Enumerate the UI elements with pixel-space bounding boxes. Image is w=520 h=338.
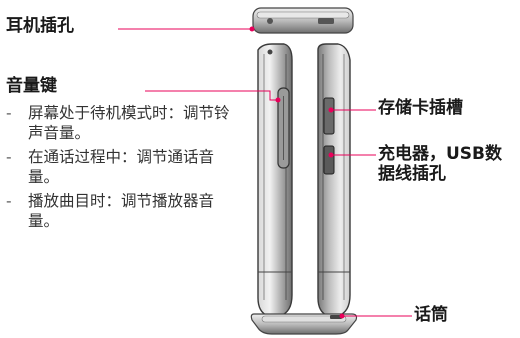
callout-lines — [118, 26, 412, 319]
list-dash: - — [6, 148, 12, 166]
list-item: - 在通话过程中：调节通话音量。 — [6, 148, 238, 187]
label-charger-usb-line1: 充电器，USB数 — [378, 144, 503, 164]
volume-notes-list: - 屏幕处于待机模式时：调节铃声音量。 - 在通话过程中：调节通话音量。 - 播… — [6, 104, 238, 236]
volume-note-call: 在通话过程中：调节通话音量。 — [28, 148, 215, 186]
label-storage-card-slot: 存储卡插槽 — [378, 98, 463, 118]
volume-note-playback: 播放曲目时：调节播放器音量。 — [28, 192, 215, 230]
usb-port-icon — [323, 145, 335, 175]
phone-left-side-view — [257, 43, 293, 317]
phone-bottom-view — [250, 313, 358, 335]
label-headphone-jack: 耳机插孔 — [6, 16, 74, 36]
list-item: - 播放曲目时：调节播放器音量。 — [6, 192, 238, 231]
phone-right-side-view — [317, 43, 351, 317]
callout-dot-storage — [328, 107, 334, 113]
volume-note-standby: 屏幕处于待机模式时：调节铃声音量。 — [28, 104, 230, 142]
storage-card-slot-icon — [323, 97, 335, 135]
callout-dot-usb — [328, 152, 334, 158]
phone-top-view — [252, 7, 354, 34]
list-dash: - — [6, 192, 12, 210]
list-dash: - — [6, 104, 12, 122]
callout-line-volume — [145, 90, 278, 101]
callout-dot-mic — [339, 313, 345, 319]
callout-dot-volume — [275, 97, 281, 103]
list-item: - 屏幕处于待机模式时：调节铃声音量。 — [6, 104, 238, 143]
label-volume-keys: 音量键 — [6, 76, 57, 96]
headphone-jack-icon — [267, 18, 273, 24]
label-charger-usb-line2: 据线插孔 — [378, 164, 446, 184]
label-microphone: 话筒 — [414, 305, 448, 325]
callout-dot-headphone — [249, 26, 255, 32]
microphone-icon — [330, 315, 342, 319]
